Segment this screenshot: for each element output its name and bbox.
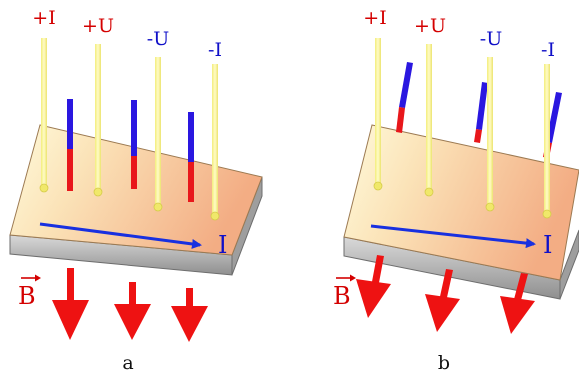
field-arrow xyxy=(52,268,89,340)
terminal-label-minus-i: -I xyxy=(208,39,222,61)
charge-bar xyxy=(67,99,73,191)
field-arrow xyxy=(356,255,391,318)
field-label-text: B xyxy=(18,282,36,310)
field-label: B xyxy=(18,274,41,310)
probe-plus-i xyxy=(373,38,383,191)
terminal-label-plus-u: +U xyxy=(82,15,114,37)
field-arrow xyxy=(500,273,535,334)
charge-bar xyxy=(188,112,194,202)
probe-minus-u xyxy=(485,57,495,212)
terminal-label-plus-i: +I xyxy=(32,7,55,29)
current-arrow xyxy=(370,224,536,249)
field-arrow xyxy=(171,288,208,342)
probe-minus-i xyxy=(542,64,552,219)
current-label: I xyxy=(218,231,227,259)
field-arrow xyxy=(425,269,460,332)
probe-minus-i xyxy=(210,64,220,221)
charge-bar xyxy=(131,100,137,189)
terminal-label-plus-u: +U xyxy=(414,15,446,37)
panel-a: +I +U -U -I I B a xyxy=(9,7,263,374)
field-label-text: B xyxy=(333,282,351,310)
field-arrow xyxy=(114,282,151,340)
charge-bar xyxy=(474,82,488,143)
terminal-label-plus-i: +I xyxy=(363,7,386,29)
slab-side-right xyxy=(559,229,579,300)
panel-caption: a xyxy=(122,352,133,374)
probe-plus-u xyxy=(93,44,103,197)
charge-bar xyxy=(396,62,413,133)
terminal-label-minus-i: -I xyxy=(541,39,555,61)
panel-b: +I +U -U -I I B b xyxy=(333,7,579,374)
current-arrow xyxy=(39,222,202,249)
current-label: I xyxy=(543,231,552,259)
probe-plus-u xyxy=(424,44,434,197)
terminal-label-minus-u: -U xyxy=(147,28,169,50)
probe-minus-u xyxy=(153,57,163,212)
probe-plus-i xyxy=(39,38,49,193)
panel-caption: b xyxy=(438,352,450,374)
field-label: B xyxy=(333,274,356,310)
terminal-label-minus-u: -U xyxy=(480,28,502,50)
